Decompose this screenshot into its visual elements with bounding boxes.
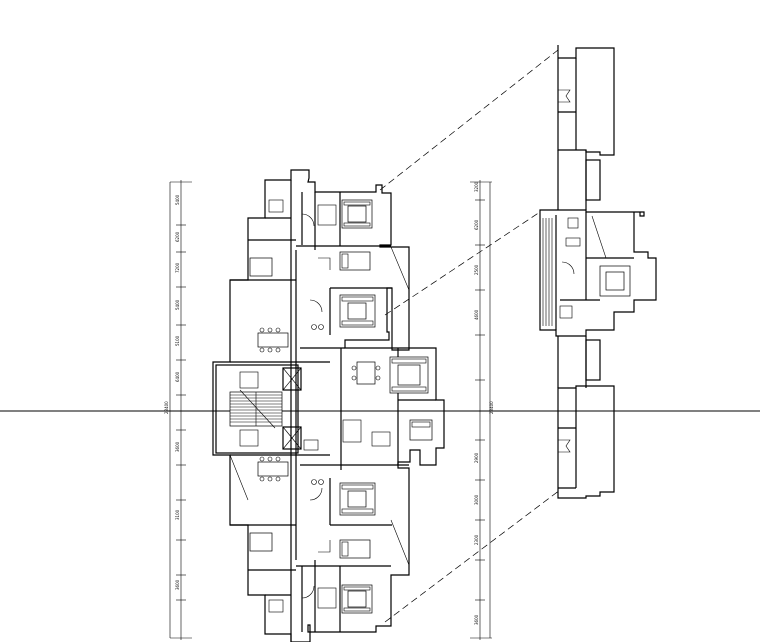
dimension-label: 3200 bbox=[474, 181, 479, 192]
furniture-dining bbox=[257, 327, 381, 482]
projection-lines bbox=[379, 49, 561, 623]
dimension-label: 3600 bbox=[175, 441, 180, 452]
furniture-beds bbox=[249, 251, 433, 559]
dimension-label: 5400 bbox=[175, 194, 180, 205]
furniture-living-lower bbox=[339, 482, 376, 516]
elevator-shaft bbox=[282, 426, 302, 450]
dimension-label: 7200 bbox=[175, 262, 180, 273]
furniture-living-top bbox=[341, 199, 373, 229]
dimension-label: 3600 bbox=[175, 579, 180, 590]
dimension-label: 3100 bbox=[175, 509, 180, 520]
dimension-label: 6200 bbox=[175, 231, 180, 242]
dimension-label: 6400 bbox=[175, 371, 180, 382]
dimension-label: 2300 bbox=[474, 534, 479, 545]
main-building-plan bbox=[212, 169, 445, 642]
dimension-label: 3600 bbox=[474, 614, 479, 625]
elevators bbox=[282, 367, 302, 450]
left-dimension-chain: 5400 6200 7200 5400 5100 6400 3600 3100 … bbox=[164, 180, 192, 640]
dimension-label: 2900 bbox=[474, 452, 479, 463]
total-dimension-label: 28400 bbox=[164, 401, 169, 414]
total-dimension-label: 28400 bbox=[489, 401, 494, 414]
furniture-living-center bbox=[389, 356, 429, 394]
dimension-label: 4600 bbox=[474, 309, 479, 320]
right-dimension-chain: 3200 6200 2500 4600 2900 3000 2300 3600 … bbox=[470, 180, 494, 640]
furniture-sanitary-doors bbox=[239, 199, 391, 613]
building-outline bbox=[212, 169, 445, 642]
right-partial-plan bbox=[539, 45, 657, 499]
stair-core bbox=[215, 364, 299, 454]
dimension-label: 5100 bbox=[175, 335, 180, 346]
elevator-shaft bbox=[282, 367, 302, 391]
furniture-living-bottom bbox=[341, 584, 373, 614]
furniture-living-upper bbox=[339, 294, 376, 328]
dimension-label: 3000 bbox=[474, 494, 479, 505]
dimension-label: 2500 bbox=[474, 264, 479, 275]
dimension-label: 6200 bbox=[474, 219, 479, 230]
dimension-label: 5400 bbox=[175, 299, 180, 310]
